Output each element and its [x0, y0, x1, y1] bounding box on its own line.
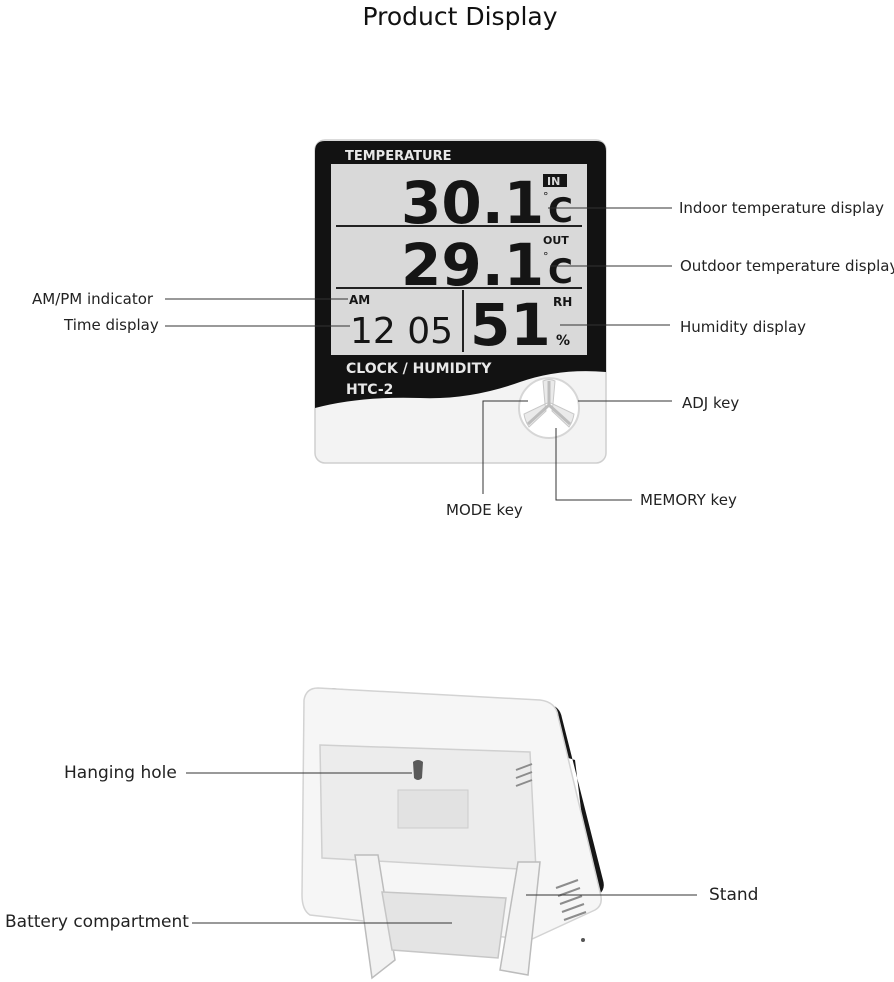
indoor-tag: IN [547, 175, 560, 188]
brand-line-2: HTC-2 [346, 382, 393, 398]
percent-label: % [556, 333, 570, 349]
callout-lines-back [186, 772, 697, 924]
outdoor-temperature-value: 29.1 [401, 231, 544, 299]
lcd-screen [331, 164, 587, 355]
callout-time: Time display [64, 316, 159, 334]
outdoor-tag: OUT [543, 234, 569, 247]
brand-line-1: CLOCK / HUMIDITY [346, 361, 492, 377]
back-device [301, 687, 604, 980]
time-value: 12 05 [350, 311, 453, 352]
button-cluster [518, 377, 580, 439]
indoor-temperature-value: 30.1 [401, 169, 544, 237]
callout-mode: MODE key [446, 501, 523, 519]
callout-indoor: Indoor temperature display [679, 199, 885, 217]
hanging-hole [413, 760, 423, 780]
callout-humidity: Humidity display [680, 318, 807, 336]
callout-ampm: AM/PM indicator [32, 290, 154, 308]
callout-hanging: Hanging hole [64, 763, 177, 783]
callout-battery: Battery compartment [5, 912, 189, 932]
callout-adj: ADJ key [682, 394, 740, 412]
page-title: Product Display [362, 2, 558, 31]
callout-lines-front [165, 207, 672, 501]
am-indicator: AM [349, 293, 370, 307]
rh-label: RH [553, 295, 572, 309]
callout-memory: MEMORY key [640, 491, 737, 509]
callout-stand: Stand [709, 885, 759, 905]
front-device: TEMPERATURE 30.1 IN ° C 29.1 OUT ° C AM … [314, 139, 607, 464]
side-vents [515, 763, 587, 921]
battery-compartment [381, 891, 507, 959]
callout-outdoor: Outdoor temperature display [680, 257, 894, 275]
stand-left-leg [354, 854, 396, 980]
outdoor-unit: C [548, 252, 573, 292]
stand-right-leg [499, 861, 541, 976]
device-header-label: TEMPERATURE [345, 149, 451, 164]
indoor-tag-box [543, 174, 567, 187]
indoor-unit: C [548, 191, 573, 231]
outdoor-degree: ° [543, 250, 549, 263]
indoor-degree: ° [543, 190, 549, 203]
humidity-value: 51 [470, 291, 551, 359]
